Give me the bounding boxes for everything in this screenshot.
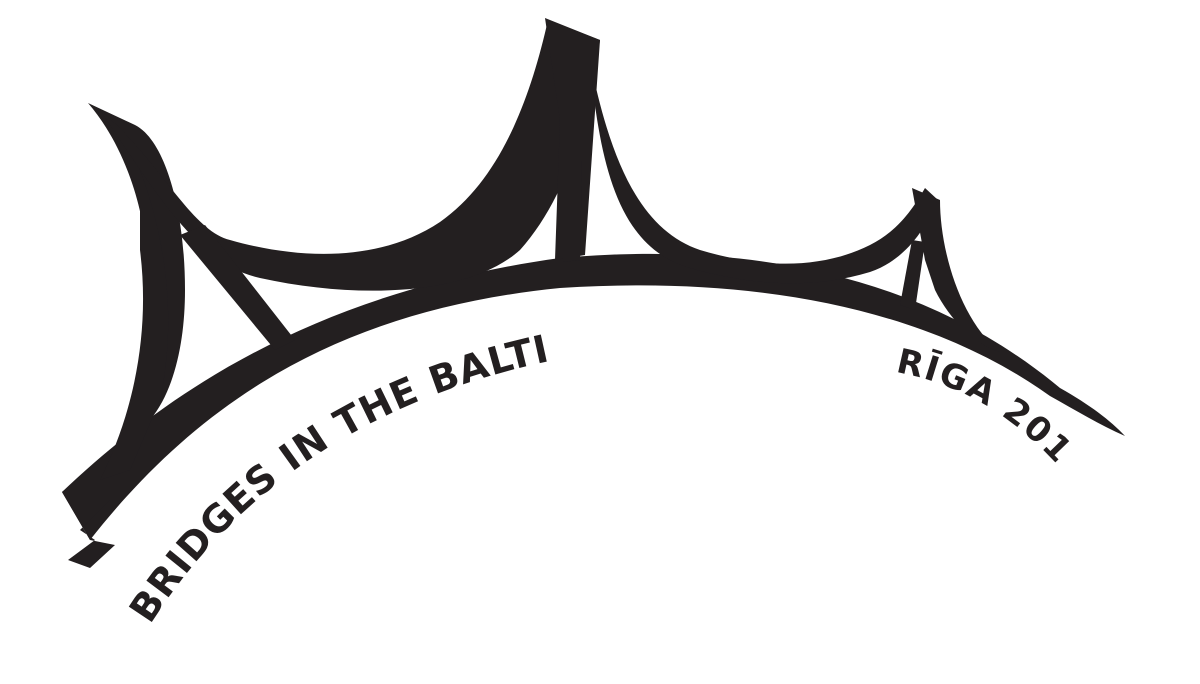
- bridge-graphic: [62, 18, 1125, 568]
- bridge-main-cable-right: [590, 60, 938, 284]
- bridge-main-cable-left: [100, 20, 600, 291]
- bridge-center-tower: [545, 18, 600, 260]
- bridge-left-tower-base: [100, 170, 169, 480]
- bridge-center-hanger: [563, 160, 582, 262]
- bridge-right-hanger: [900, 240, 925, 310]
- bridge-right-tower: [912, 188, 1000, 352]
- bridge-deck: [62, 253, 1125, 540]
- bridge-left-hanger: [180, 225, 295, 350]
- tagline-text: BRIDGES IN THE BALTICS: [0, 0, 553, 630]
- bridge-deck-base: [62, 470, 115, 568]
